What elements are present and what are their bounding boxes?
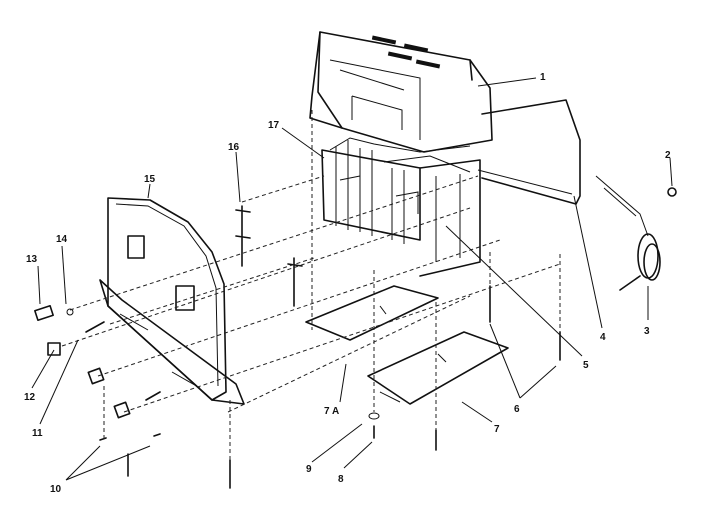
screws-and-washers: [127, 285, 561, 489]
callout-2: 2: [665, 150, 671, 161]
crumb-tray-7: [367, 331, 509, 405]
housing-shell: [309, 31, 493, 153]
callout-11: 11: [32, 428, 43, 439]
callout-14: 14: [56, 234, 68, 245]
callout-10: 10: [50, 484, 62, 495]
callout-13: 13: [26, 254, 38, 265]
callout-1: 1: [540, 72, 546, 83]
knob-12: [47, 342, 61, 356]
callout-9: 9: [306, 464, 312, 475]
callout-7: 7: [494, 424, 500, 435]
power-cord: [595, 175, 661, 291]
small-part-14: [66, 308, 74, 316]
callout-8: 8: [338, 474, 344, 485]
strain-relief: [667, 187, 677, 197]
callout-7a: 7 A: [324, 406, 339, 417]
callout-15: 15: [144, 174, 156, 185]
assembly-guide-lines: [61, 110, 561, 460]
callout-labels: 1 2 3 4 5 6 7 7 A 8 9 10 11 12 13 14 15 …: [24, 72, 671, 495]
end-control-panel: [99, 197, 245, 405]
lever-11: [85, 321, 105, 385]
callout-5: 5: [583, 360, 589, 371]
crumb-tray-7a: [305, 285, 439, 341]
knob-13: [34, 304, 54, 322]
callout-17: 17: [268, 120, 280, 131]
callout-leaders: [31, 77, 673, 481]
carriage-levers-16: [235, 205, 303, 307]
inner-element-assembly: [321, 137, 481, 277]
screws-10: [99, 391, 161, 441]
callout-6: 6: [514, 404, 520, 415]
callout-16: 16: [228, 142, 240, 153]
callout-3: 3: [644, 326, 650, 337]
callout-12: 12: [24, 392, 36, 403]
side-bracket: [477, 99, 581, 205]
callout-4: 4: [600, 332, 606, 343]
